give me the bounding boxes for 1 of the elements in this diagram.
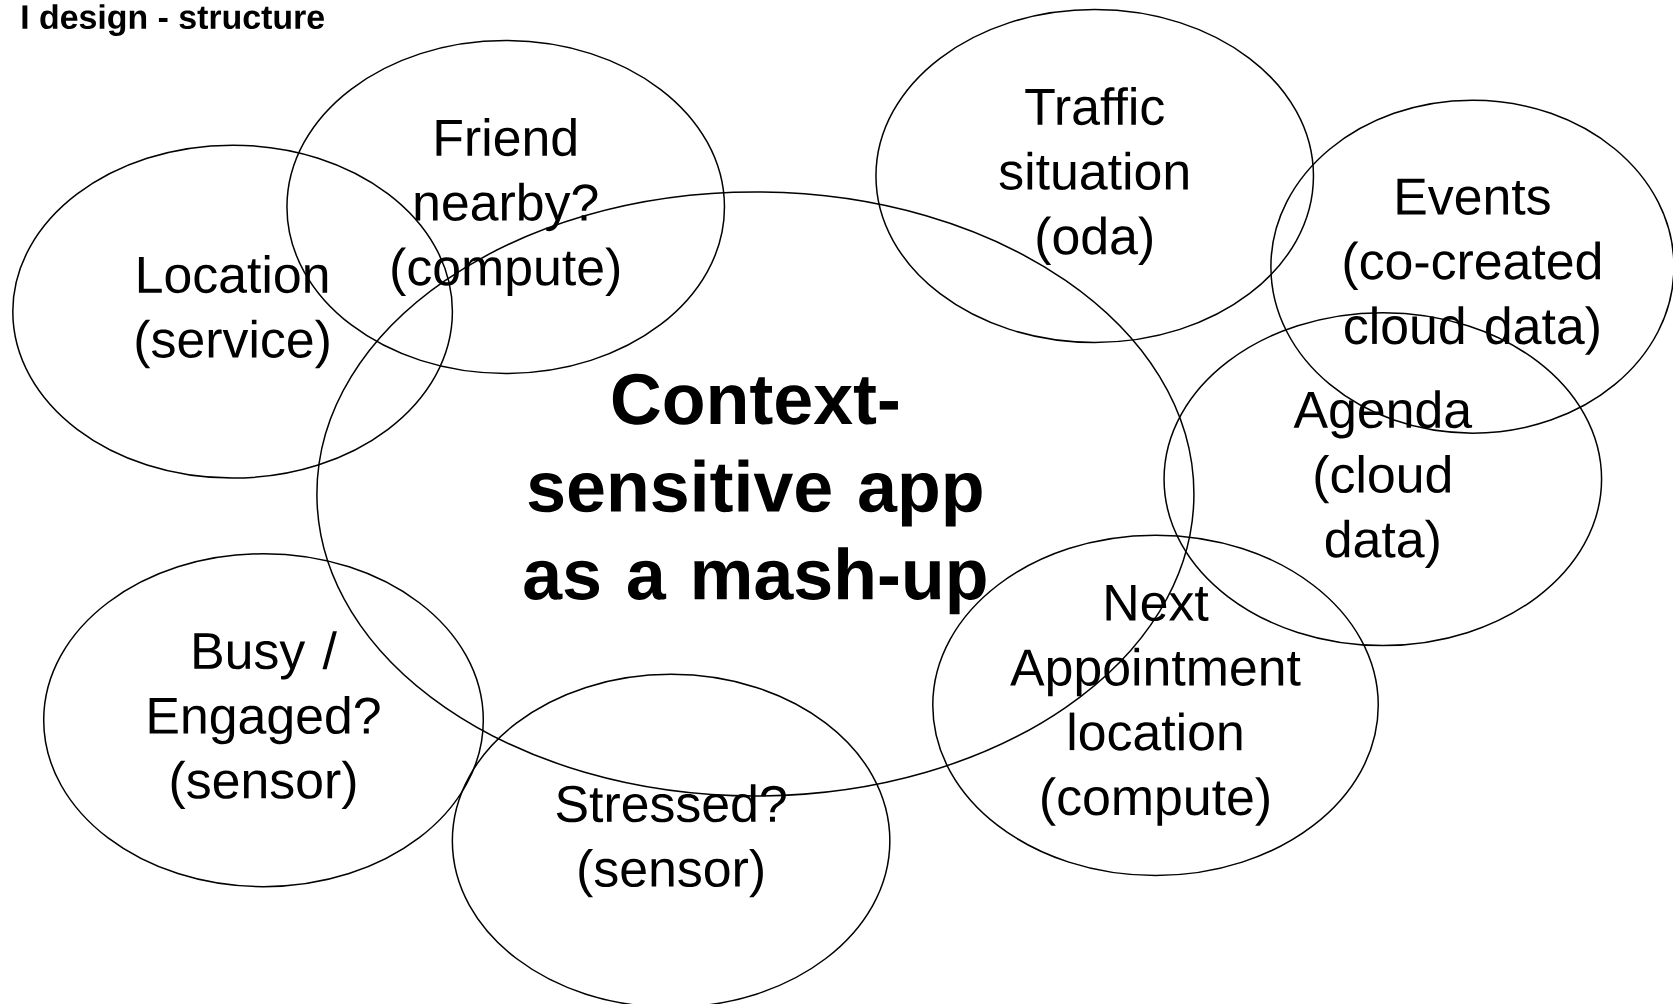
slide-title: I design - structure (22, 4, 324, 36)
